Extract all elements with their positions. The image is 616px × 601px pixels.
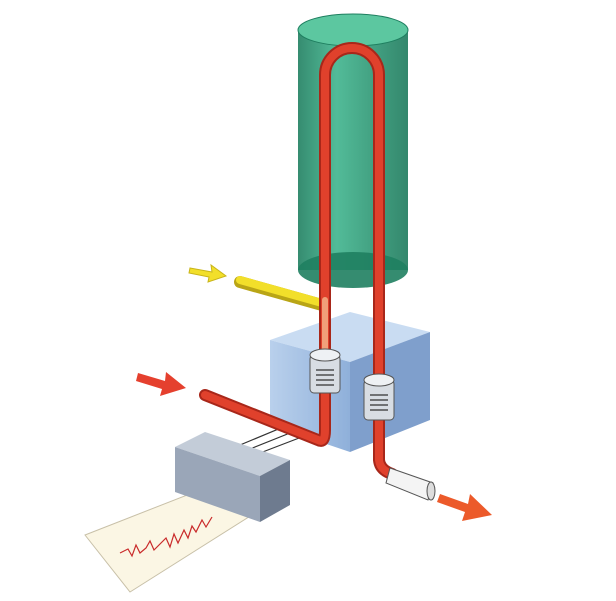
sensor-collar-right xyxy=(363,373,395,421)
recorder-box xyxy=(175,432,290,522)
sensor-collar-left xyxy=(309,348,341,394)
outflow-arrow-orange-icon xyxy=(437,494,492,521)
yellow-tube xyxy=(234,276,328,311)
green-cylinder xyxy=(297,13,409,288)
inflow-arrow-yellow-icon xyxy=(188,263,228,283)
inflow-arrow-red-icon xyxy=(136,372,186,396)
white-outlet-tube xyxy=(385,467,436,501)
signal-trace xyxy=(119,516,213,558)
